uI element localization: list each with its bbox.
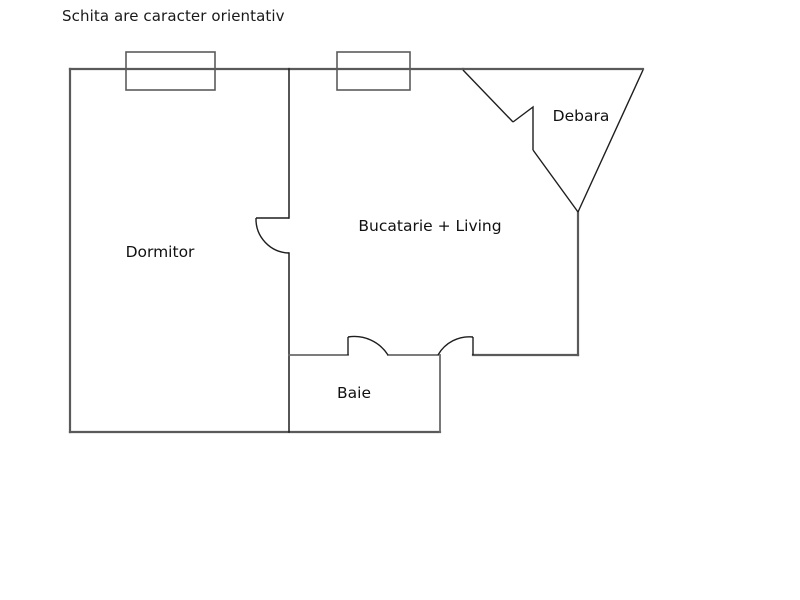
door-baie-left [347, 335, 389, 356]
window-living [336, 51, 411, 91]
door-baie-right [437, 336, 474, 356]
doors [255, 217, 474, 356]
exterior-walls [68, 67, 645, 434]
page-title: Schita are caracter orientativ [62, 7, 285, 25]
debara-door-notch [512, 105, 534, 150]
door-dormitor [255, 217, 290, 254]
windows [125, 51, 411, 91]
door-baie-left-arc [347, 335, 389, 356]
window-dormitor [125, 51, 216, 91]
door-dormitor-arc [255, 217, 290, 254]
room-label-baie: Baie [337, 384, 371, 402]
debara-wall-right [577, 69, 644, 213]
room-label-dormitor: Dormitor [126, 243, 195, 261]
debara-wall-upper-left [462, 69, 514, 123]
interior-partitions [288, 68, 441, 433]
room-label-debara: Debara [553, 107, 610, 125]
room-label-bucatarie-living: Bucatarie + Living [358, 217, 501, 235]
room-labels: Dormitor Bucatarie + Living Debara Baie [126, 107, 610, 402]
debara-wall-lower-left [532, 149, 579, 213]
debara-closet [462, 69, 644, 213]
door-baie-right-arc [437, 336, 474, 356]
